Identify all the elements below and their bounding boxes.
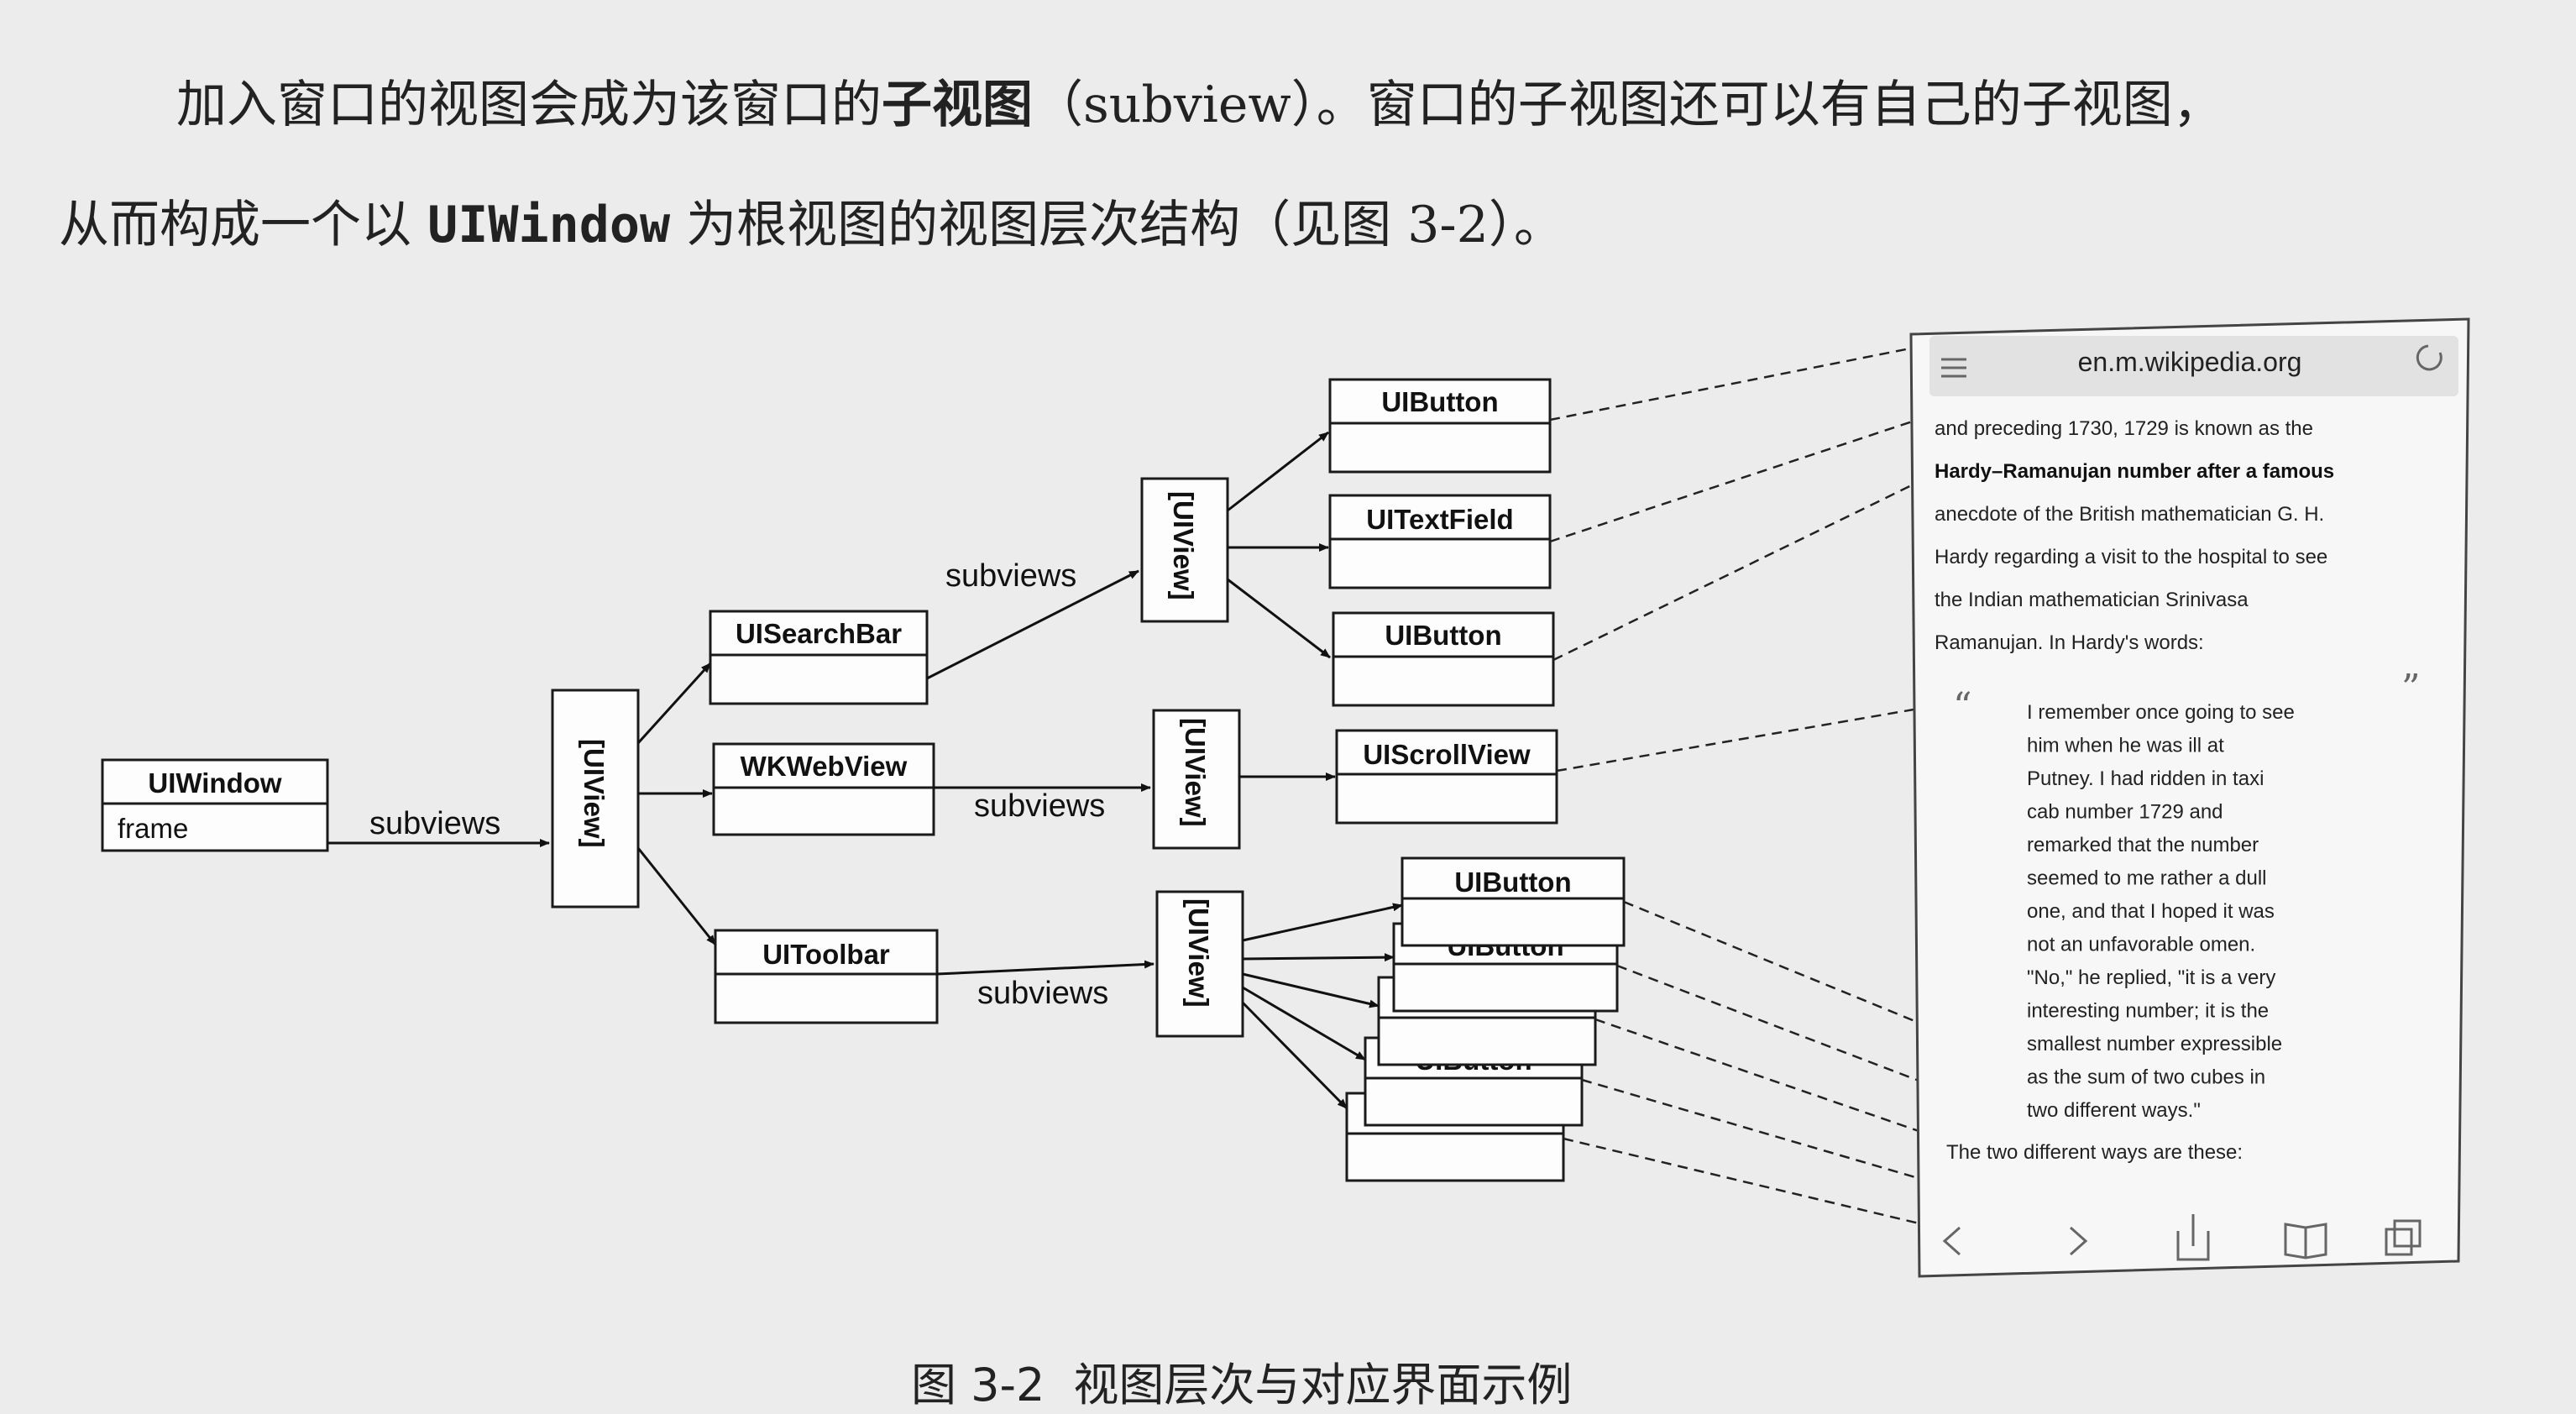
arrow-to-toolbar-button-2	[1242, 953, 1395, 962]
article-intro-line: Hardy–Ramanujan number after a famous	[1935, 460, 2334, 483]
article-quote-line: as the sum of two cubes in	[2027, 1066, 2265, 1089]
figure-title: 视图层次与对应界面示例	[1073, 1359, 1573, 1411]
dashed-link-toolbar-button-4	[1581, 1078, 2100, 1233]
uiview-array-label-4: [UIView]	[1183, 898, 1214, 1008]
paragraph-bold-term: 子视图	[882, 76, 1033, 134]
dashed-link-button-1	[1549, 348, 1907, 422]
back-icon[interactable]	[1942, 1226, 1961, 1256]
toolbar-uibutton-box-1: UIButton	[1401, 856, 1626, 947]
uisearchbar-label: UISearchBar	[736, 618, 902, 649]
uisearchbar-box: UISearchBar	[709, 610, 929, 705]
arrow-to-toolbar-button-3	[1242, 972, 1380, 1008]
uiwindow-box: UIWindow frame	[101, 758, 329, 852]
subviews-label-webview: subviews	[974, 788, 1105, 824]
toolbar-subviews-arrow	[936, 960, 1154, 976]
share-icon[interactable]	[2176, 1214, 2210, 1261]
searchbar-subviews-arrow	[926, 569, 1139, 680]
uiscrollview-box: UIScrollView	[1335, 729, 1558, 825]
article-quote-line: cab number 1729 and	[2027, 801, 2223, 824]
article-quote-line: smallest number expressible	[2027, 1033, 2282, 1055]
close-quote-mark: ”	[2401, 667, 2421, 710]
arrow-to-toolbar-button-5	[1241, 1001, 1348, 1110]
uibutton-label-2: UIButton	[1385, 620, 1501, 651]
url-text: en.m.wikipedia.org	[2078, 347, 2302, 377]
subviews-label-window: subviews	[369, 806, 500, 841]
paragraph-line-2: 从而构成一个以 UIWindow 为根视图的视图层次结构（见图 3-2）。	[59, 200, 1564, 250]
forward-icon[interactable]	[2070, 1226, 2088, 1256]
arrow-to-button-1	[1227, 431, 1329, 512]
dashed-link-scrollview	[1556, 702, 1949, 772]
uitextfield-label: UITextField	[1366, 504, 1513, 535]
article-quote-line: interesting number; it is the	[2027, 1000, 2269, 1023]
paragraph-text: 从而构成一个以	[59, 196, 428, 254]
address-bar[interactable]	[1929, 336, 2458, 396]
article-quote-line: one, and that I hoped it was	[2027, 900, 2275, 923]
uitoolbar-label: UIToolbar	[762, 939, 890, 970]
uiview-array-box-2: [UIView]	[1140, 477, 1229, 623]
bookmarks-icon[interactable]	[2284, 1223, 2327, 1260]
arrow-to-toolbar-button-4	[1242, 986, 1366, 1061]
uibutton-label-1: UIButton	[1381, 386, 1498, 417]
article-intro-line: Ramanujan. In Hardy's words:	[1935, 631, 2204, 654]
article-content: and preceding 1730, 1729 is known as the…	[1935, 417, 2334, 1122]
tabs-icon[interactable]	[2385, 1219, 2422, 1256]
article-quote-line: "No," he replied, "it is a very	[2027, 966, 2275, 989]
article-quote-line: not an unfavorable omen.	[2027, 934, 2255, 956]
uitextfield-box: UITextField	[1328, 494, 1552, 589]
wkwebview-box: WKWebView	[712, 742, 935, 836]
article-quote-line: Putney. I had ridden in taxi	[2027, 767, 2264, 790]
subviews-label-toolbar: subviews	[977, 976, 1108, 1011]
article-quote-line: him when he was ill at	[2027, 735, 2224, 757]
article-footer-line: The two different ways are these:	[1946, 1141, 2243, 1164]
paragraph-line-1: 加入窗口的视图会成为该窗口的子视图（subview）。窗口的子视图还可以有自己的…	[176, 80, 2223, 130]
figure-number: 图 3-2	[911, 1359, 1045, 1411]
paragraph-code-term: UIWindow	[427, 196, 671, 254]
phone-screenshot: en.m.wikipedia.org and preceding 1730, 1…	[1909, 317, 2470, 1278]
toolbar-uibutton-label-1: UIButton	[1454, 867, 1571, 898]
figure-caption: 图 3-2 视图层次与对应界面示例	[911, 1348, 1600, 1414]
open-quote-mark: “	[1953, 685, 1972, 728]
uiwindow-frame-label: frame	[118, 813, 188, 844]
article-intro-line: Hardy regarding a visit to the hospital …	[1935, 546, 2327, 568]
arrow-to-button-2	[1227, 578, 1331, 659]
article-quote-line: I remember once going to see	[2027, 701, 2295, 724]
arrow-to-toolbar-button-1	[1242, 903, 1403, 942]
dashed-link-toolbar-button-5	[1563, 1137, 1966, 1236]
article-quote-line: remarked that the number	[2027, 834, 2259, 856]
uiview-array-box-4: [UIView]	[1155, 890, 1244, 1038]
dashed-link-button-2	[1552, 462, 1957, 662]
uiview-array-box-1: [UIView]	[551, 689, 640, 909]
uibutton-box-1: UIButton	[1328, 378, 1552, 474]
article-quote-line: seemed to me rather a dull	[2027, 867, 2266, 890]
paragraph-text: 加入窗口的视图会成为该窗口的	[176, 76, 882, 134]
arrow-to-searchbar	[636, 662, 712, 745]
uitoolbar-box: UIToolbar	[714, 929, 939, 1024]
uiwindow-label: UIWindow	[148, 767, 281, 799]
uiview-array-label-1: [UIView]	[579, 739, 610, 848]
article-intro-line: and preceding 1730, 1729 is known as the	[1935, 417, 2313, 440]
article-quote-line: two different ways."	[2027, 1099, 2201, 1122]
reload-icon[interactable]	[2416, 344, 2442, 371]
paragraph-text: 为根视图的视图层次结构（见图 3-2）。	[670, 196, 1564, 254]
uiscrollview-label: UIScrollView	[1363, 739, 1531, 770]
article-intro-line: the Indian mathematician Srinivasa	[1935, 589, 2249, 611]
uiview-array-label-2: [UIView]	[1168, 491, 1199, 600]
article-intro-line: anecdote of the British mathematician G.…	[1935, 503, 2324, 526]
uiview-array-box-3: [UIView]	[1152, 709, 1241, 850]
subviews-label-searchbar: subviews	[945, 558, 1076, 594]
paragraph-text: （subview）。窗口的子视图还可以有自己的子视图，	[1033, 76, 2223, 134]
wkwebview-label: WKWebView	[741, 751, 908, 782]
arrow-to-toolbar	[636, 847, 717, 945]
uibutton-box-2: UIButton	[1332, 611, 1555, 707]
uiview-array-label-3: [UIView]	[1180, 718, 1211, 827]
menu-icon[interactable]	[1941, 358, 1966, 378]
